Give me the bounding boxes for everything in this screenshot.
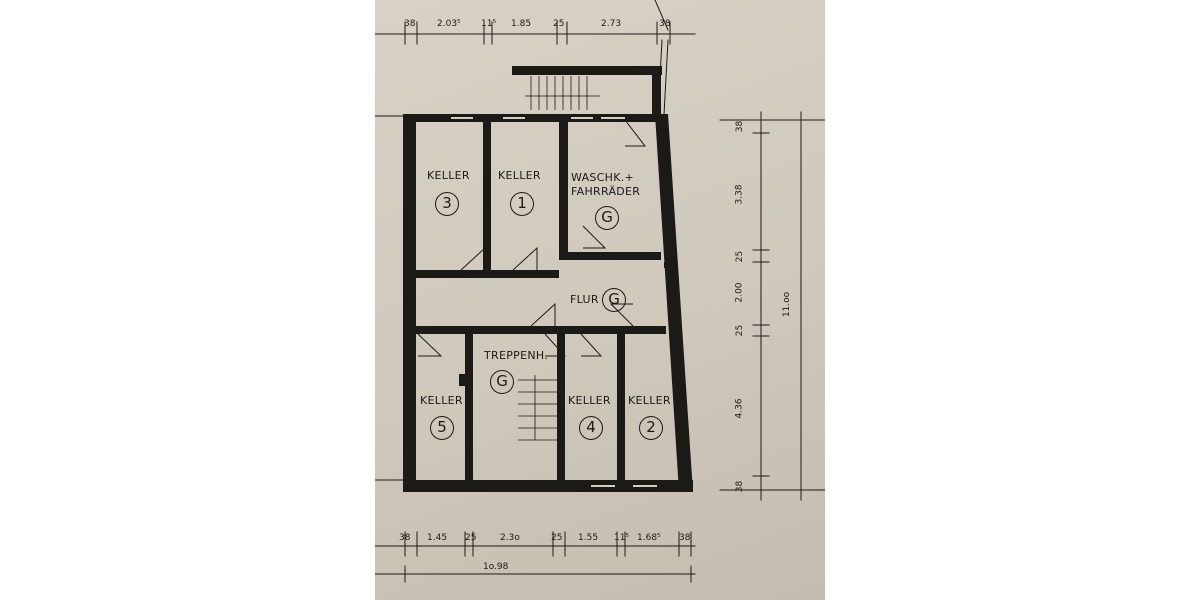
room-number-2: 2 [639, 416, 663, 440]
dim-bottom-9: 38 [679, 533, 691, 543]
dim-right-6: 4.36 [734, 398, 745, 419]
room-number-4: 4 [579, 416, 603, 440]
dim-right-3: 25 [735, 250, 746, 263]
dim-top-6: 2.73 [601, 19, 622, 29]
dim-bottom-3: 25 [465, 533, 477, 543]
stairs [518, 76, 600, 441]
dim-right-5: 25 [735, 324, 746, 337]
dim-right-7: 38 [735, 480, 746, 493]
dim-top-1: 38 [404, 19, 416, 29]
floor-plan-photo: KELLER 3 KELLER 1 WASCHK.+ FAHRRÄDER G F… [375, 0, 825, 600]
dim-top-2: 2.03⁵ [437, 19, 461, 29]
dim-bottom-5: 25 [551, 533, 563, 543]
dim-bottom-1: 38 [399, 533, 411, 543]
room-number-3: 3 [435, 192, 459, 216]
room-label-flur: FLUR [570, 293, 599, 306]
dim-bottom-8: 1.68⁵ [637, 533, 661, 543]
room-label-waschkueche-line2: FAHRRÄDER [571, 185, 641, 198]
window-openings [451, 117, 657, 487]
dim-top-5: 25 [553, 19, 565, 29]
dim-top-3: 11⁵ [481, 19, 497, 29]
dim-right-1: 38 [735, 120, 746, 133]
room-label-keller-5: KELLER [420, 394, 463, 407]
room-label-keller-2: KELLER [628, 394, 671, 407]
floor-plan-drawing [375, 0, 825, 583]
dim-bottom-7: 11⁵ [614, 533, 630, 543]
room-number-5: 5 [430, 416, 454, 440]
room-mark-flur: G [602, 288, 626, 312]
room-mark-waschkueche: G [595, 206, 619, 230]
dim-bottom-2: 1.45 [427, 533, 448, 543]
walls [403, 66, 693, 492]
dim-bottom-6: 1.55 [578, 533, 599, 543]
vent-openings [459, 262, 675, 386]
room-label-keller-4: KELLER [568, 394, 611, 407]
dim-bottom-4: 2.3o [500, 533, 520, 543]
dim-top-4: 1.85 [511, 19, 532, 29]
dim-bottom-total: 1o.98 [483, 562, 509, 572]
dim-right-2: 3.38 [734, 184, 745, 205]
dim-top-7: 38 [659, 19, 671, 29]
door-swings [417, 119, 647, 357]
room-label-waschkueche-line1: WASCHK.+ [571, 171, 635, 184]
room-label-keller-3: KELLER [427, 169, 470, 182]
room-mark-treppenhaus: G [490, 370, 514, 394]
dim-right-total: 11.oo [782, 291, 793, 318]
room-label-keller-1: KELLER [498, 169, 541, 182]
room-number-1: 1 [510, 192, 534, 216]
room-label-treppenhaus: TREPPENH. [484, 349, 549, 362]
dim-right-4: 2.00 [734, 282, 745, 303]
